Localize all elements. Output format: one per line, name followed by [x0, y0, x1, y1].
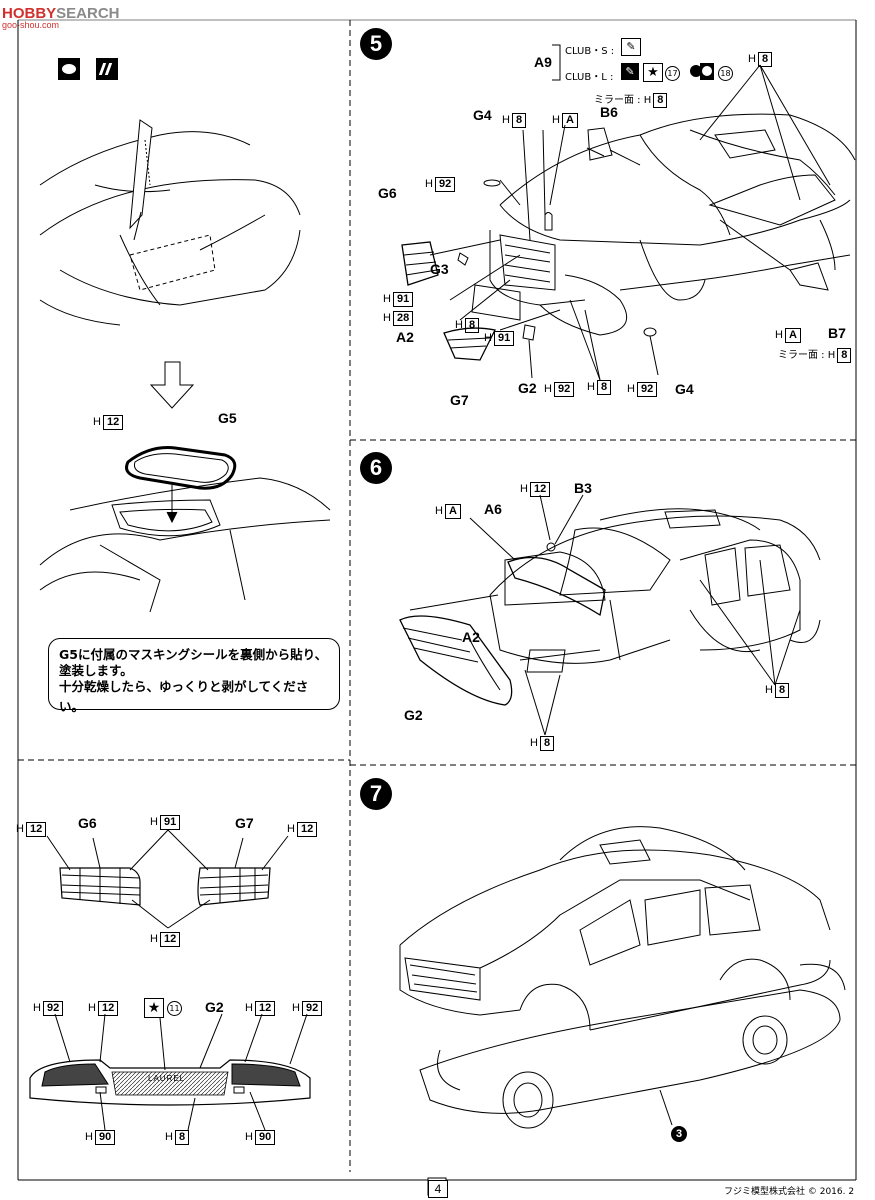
g4-label-top: G4	[473, 107, 492, 123]
step-5-marker: 5	[360, 28, 392, 60]
g7-label-step5: G7	[450, 392, 469, 408]
g2-label-step6: G2	[404, 707, 423, 723]
g3-label: G3	[430, 261, 449, 277]
sub-assembly-3-marker: 3	[671, 1126, 687, 1142]
watermark-suffix: SEARCH	[56, 5, 120, 22]
g5-label: G5	[218, 410, 237, 426]
page-number: 4	[428, 1180, 448, 1198]
g4-label-bottom: G4	[675, 381, 694, 397]
paint-icon-1	[58, 58, 80, 80]
a2-label-step5: A2	[396, 329, 414, 345]
b7-label: B7	[828, 325, 846, 341]
paint-number-18: 18	[716, 66, 733, 81]
a6-label: A6	[484, 501, 502, 517]
masking-note: G5に付属のマスキングシールを裏側から貼り、 塗装します。 十分乾燥したら、ゆっ…	[48, 638, 340, 714]
step-7-marker: 7	[360, 778, 392, 810]
g6-label-step5: G6	[378, 185, 397, 201]
note-line-2: 塗装します。	[59, 663, 133, 678]
star-icon-l: ★	[643, 63, 663, 82]
watermark: HOBBYSEARCH goo-shou.com	[2, 3, 120, 30]
paint-brush-icon-l: ✎	[621, 63, 639, 80]
step-6-marker: 6	[360, 452, 392, 484]
star-paint-icon: ★	[144, 998, 164, 1018]
note-line-1: G5に付属のマスキングシールを裏側から貼り、	[59, 647, 328, 662]
club-l-label: CLUB・L :	[565, 72, 614, 83]
paint-number-11: 11	[165, 1001, 182, 1016]
note-line-3: 十分乾燥したら、ゆっくりと剥がしてください。	[59, 679, 309, 714]
g2-label-step5: G2	[518, 380, 537, 396]
b6-label: B6	[600, 104, 618, 120]
copyright: フジミ模型株式会社 © 2016. 2	[724, 1187, 855, 1197]
b3-label: B3	[574, 480, 592, 496]
paint-icon-2	[96, 58, 118, 80]
watermark-prefix: HOBBY	[2, 5, 57, 22]
a2-label-step6: A2	[462, 629, 480, 645]
g2-label-left: G2	[205, 999, 224, 1015]
paint-brush-icon-s: ✎	[621, 38, 641, 56]
watermark-site: goo-shou.com	[2, 20, 60, 30]
g6-label: G6	[78, 815, 97, 831]
laurel-badge: LAUREL	[148, 1074, 186, 1083]
a9-label: A9	[534, 54, 552, 70]
two-tone-icon	[690, 63, 714, 80]
g7-label: G7	[235, 815, 254, 831]
club-s-label: CLUB・S :	[565, 46, 615, 57]
paint-number-17: 17	[663, 66, 680, 81]
